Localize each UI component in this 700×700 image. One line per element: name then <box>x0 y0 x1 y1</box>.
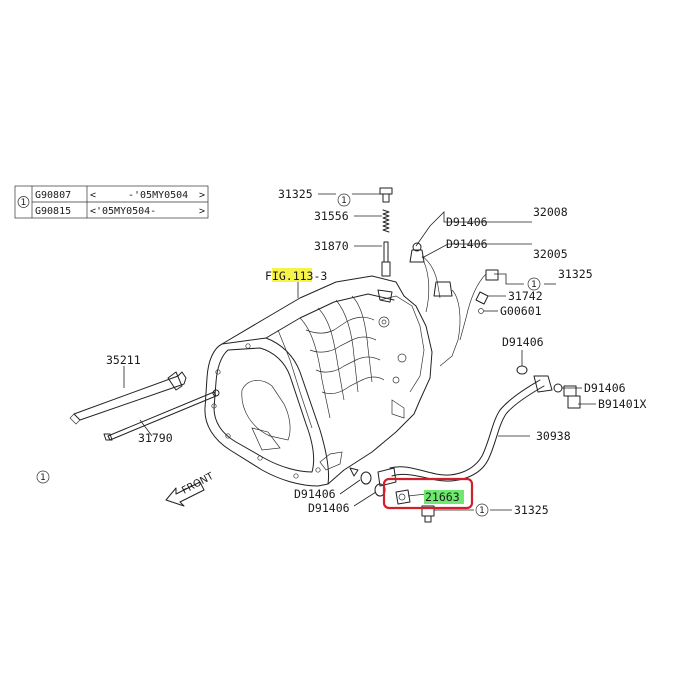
marker-circle-icon <box>475 503 489 517</box>
part-number-highlight-box <box>382 477 474 510</box>
marker-circle-icon <box>36 470 50 484</box>
front-arrow-icon <box>165 481 205 507</box>
part-number-highlight-fill <box>424 490 464 504</box>
marker-circle-icon <box>337 193 351 207</box>
part-label-35211[interactable]: 35211 <box>106 353 141 367</box>
part-label-G00601[interactable]: G00601 <box>500 304 542 318</box>
part-label-32005[interactable]: 32005 <box>533 247 568 261</box>
part-label-30938[interactable]: 30938 <box>536 429 571 443</box>
figure-ref-highlight <box>272 268 312 282</box>
figure-ref-label[interactable]: FIG.113-3 <box>265 269 327 283</box>
part-label-D91406[interactable]: D91406 <box>308 501 350 515</box>
marker: 1 <box>40 473 46 483</box>
part-label-31325[interactable]: 31325 <box>278 187 313 201</box>
switch-assembly-drawing <box>409 242 499 367</box>
part-label-31870[interactable]: 31870 <box>314 239 349 253</box>
table-row-range: -'05MY0504 <box>128 190 188 201</box>
shift-rods-drawing <box>69 371 220 441</box>
part-labels: 31325 31556 31870 32008 D91406 D91406 32… <box>106 187 647 517</box>
part-label-31325[interactable]: 31325 <box>558 267 593 281</box>
table-row-range-close: > <box>199 206 205 217</box>
marker: 1 <box>479 506 485 516</box>
table-marker: 1 <box>21 198 27 208</box>
oil-pipe-drawing <box>349 365 581 523</box>
part-label-21663[interactable]: 21663 <box>425 490 460 504</box>
table-row-code: G90807 <box>35 190 71 201</box>
leader-lines <box>123 193 596 511</box>
table-row-range: '05MY0504- <box>96 206 156 217</box>
part-label-31742[interactable]: 31742 <box>508 289 543 303</box>
table-marker-icon <box>17 196 30 208</box>
part-label-D91406[interactable]: D91406 <box>502 335 544 349</box>
marker-circle-icon <box>527 277 541 291</box>
table-row-range-open: < <box>90 190 96 201</box>
part-label-D91406[interactable]: D91406 <box>446 215 488 229</box>
part-label-32008[interactable]: 32008 <box>533 205 568 219</box>
part-label-31556[interactable]: 31556 <box>314 209 349 223</box>
figure-reference: FIG.113-3 <box>265 268 327 283</box>
part-label-D91406[interactable]: D91406 <box>584 381 626 395</box>
marker: 1 <box>531 280 537 290</box>
part-label-D91406[interactable]: D91406 <box>294 487 336 501</box>
table-row-range-close: > <box>199 190 205 201</box>
front-direction-indicator: FRONT <box>165 470 216 507</box>
transmission-case-drawing <box>204 275 433 487</box>
detent-assembly-drawing <box>379 187 393 277</box>
marker: 1 <box>341 196 347 206</box>
applicability-table: 1 G90807 < -'05MY0504 > G90815 < '05MY05… <box>14 185 209 219</box>
highlight-21663 <box>382 477 474 510</box>
part-label-31325[interactable]: 31325 <box>514 503 549 517</box>
part-label-D91406[interactable]: D91406 <box>446 237 488 251</box>
part-label-B91401X[interactable]: B91401X <box>598 397 647 411</box>
part-label-31790[interactable]: 31790 <box>138 431 173 445</box>
table-row-code: G90815 <box>35 206 71 217</box>
table-row-range-open: < <box>90 206 96 217</box>
circled-markers: 1 1 1 1 <box>36 193 541 517</box>
